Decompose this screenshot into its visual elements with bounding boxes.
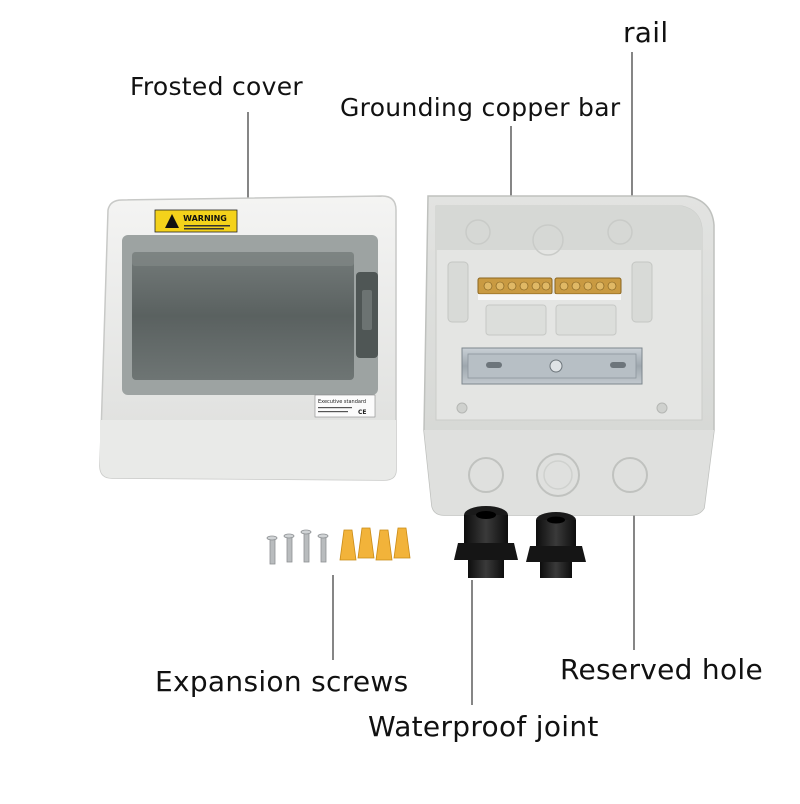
- expansion-screws: [266, 527, 411, 565]
- label-rail: rail: [623, 16, 669, 49]
- wall-plugs: [339, 527, 411, 561]
- reserved-hole: [468, 457, 504, 493]
- reserved-hole: [612, 457, 648, 493]
- label-expansion-screws: Expansion screws: [155, 665, 409, 698]
- smoked-window: [132, 252, 354, 380]
- din-rail: [461, 347, 643, 385]
- warning-title: WARNING: [183, 214, 227, 223]
- label-reserved-hole: Reserved hole: [560, 653, 764, 686]
- frosted-cover: WARNING Executive standard CE: [99, 195, 397, 481]
- cable-gland-1: [454, 506, 518, 578]
- warning-triangle-icon: [165, 214, 179, 228]
- enclosure-box: [423, 195, 715, 516]
- ce-mark-icon: CE: [358, 409, 367, 416]
- label-waterproof-joint: Waterproof joint: [368, 710, 599, 743]
- reserved-hole: [536, 453, 580, 497]
- reserved-holes: [468, 453, 648, 497]
- waterproof-joints: [454, 506, 586, 578]
- cable-gland-2: [526, 512, 586, 578]
- label-grounding-copper-bar: Grounding copper bar: [340, 93, 621, 122]
- grounding-copper-bar: [477, 277, 622, 300]
- label-frosted-cover: Frosted cover: [130, 72, 304, 101]
- standard-label-text: Executive standard: [318, 399, 366, 405]
